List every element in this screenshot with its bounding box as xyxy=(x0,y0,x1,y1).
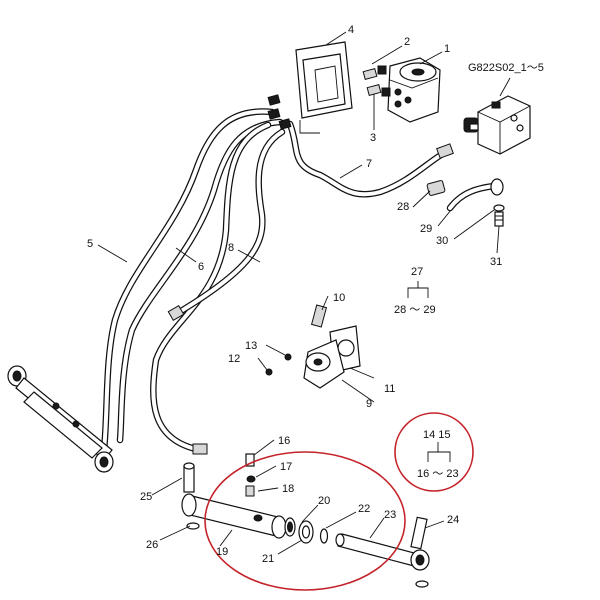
highlight-ring-kit xyxy=(394,412,474,492)
callout-11: 11 xyxy=(384,383,395,395)
group-27-children: 28 ～ 29 xyxy=(394,304,436,316)
callout-28: 28 xyxy=(397,201,409,213)
callout-labels: G822S02_1～5 1 2 3 4 5 6 7 8 9 10 11 12 1… xyxy=(87,24,544,565)
callout-8: 8 xyxy=(228,242,234,254)
callout-24: 24 xyxy=(447,514,459,526)
callout-2: 2 xyxy=(404,36,410,48)
highlight-ring-cylinder xyxy=(204,451,406,591)
group-14-15-parent: 14 15 xyxy=(423,429,451,441)
callout-3: 3 xyxy=(370,132,376,144)
diagram-title: G822S02_1～5 xyxy=(468,62,544,74)
callout-29: 29 xyxy=(420,223,432,235)
group-14-15-children: 16 ～ 23 xyxy=(417,468,459,480)
lower-cylinder xyxy=(181,453,430,588)
callout-25: 25 xyxy=(140,491,152,503)
callout-4: 4 xyxy=(348,24,354,36)
hydraulic-pump xyxy=(265,304,361,389)
callout-26: 26 xyxy=(146,539,158,551)
callout-30: 30 xyxy=(436,235,448,247)
callout-16: 16 xyxy=(278,435,290,447)
hose-fittings xyxy=(167,94,454,455)
hoses xyxy=(100,108,498,454)
leader-lines xyxy=(97,31,511,555)
callout-21: 21 xyxy=(262,553,274,565)
callout-31: 31 xyxy=(490,256,502,268)
callout-17: 17 xyxy=(280,461,292,473)
callout-7: 7 xyxy=(366,158,372,170)
callout-18: 18 xyxy=(282,483,294,495)
callout-6: 6 xyxy=(198,261,204,273)
callout-19: 19 xyxy=(216,546,228,558)
callout-9: 9 xyxy=(366,398,372,410)
callout-22: 22 xyxy=(358,503,370,515)
callout-5: 5 xyxy=(87,238,93,250)
callout-13: 13 xyxy=(245,340,257,352)
fittings-28-31 xyxy=(426,178,505,227)
group-27-parent: 27 xyxy=(411,266,423,278)
steering-unit xyxy=(295,41,441,134)
callout-1: 1 xyxy=(444,43,450,55)
upper-cylinder xyxy=(7,365,114,473)
callout-23: 23 xyxy=(384,509,396,521)
callout-10: 10 xyxy=(333,292,345,304)
callout-12: 12 xyxy=(228,353,240,365)
callout-20: 20 xyxy=(318,495,330,507)
priority-valve xyxy=(463,95,531,155)
